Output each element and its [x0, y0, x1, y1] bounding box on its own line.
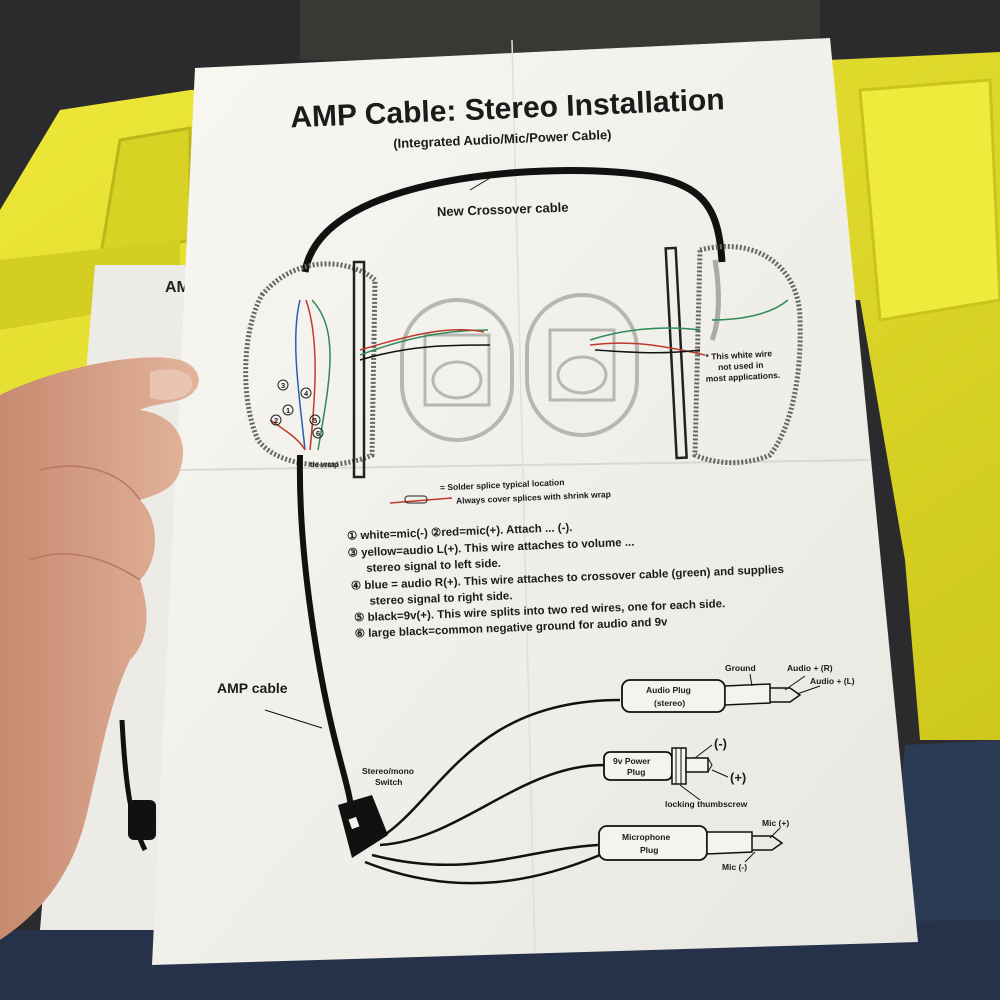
left-bar — [352, 260, 366, 479]
marker-5: 5 — [313, 416, 317, 425]
power-plug-label-2: Plug — [627, 767, 645, 777]
power-pos-label: (+) — [730, 770, 746, 785]
stereo-mono-switch — [338, 795, 388, 858]
white-wire-note-2: not used in — [718, 360, 764, 372]
power-plug-label-1: 9v Power — [613, 756, 651, 766]
left-wires — [269, 299, 491, 451]
marker-1: 1 — [286, 406, 290, 415]
plug-cables — [364, 698, 621, 885]
mic-pos-label: Mic (+) — [762, 818, 789, 828]
audio-ground-label: Ground — [725, 663, 756, 673]
wire-list-line-3: stereo signal to left side. — [366, 558, 501, 575]
thumbnail — [150, 369, 193, 400]
shrink-wrap-icon — [404, 495, 428, 504]
right-speaker — [525, 293, 639, 437]
switch-label-1: Stereo/mono — [362, 766, 414, 776]
left-speaker — [400, 298, 514, 442]
right-bar — [664, 246, 688, 460]
amp-cable — [296, 454, 355, 821]
mic-neg-label: Mic (-) — [722, 862, 747, 872]
white-wire-note-1: * This white wire — [705, 348, 772, 361]
instruction-sheet: AMP Cable: Stereo Installation (Integrat… — [152, 38, 918, 965]
amp-cable-pointer — [264, 709, 323, 729]
white-wire-note-3: most applications. — [705, 370, 780, 384]
hand — [0, 357, 199, 940]
marker-6: 6 — [316, 429, 320, 438]
amp-cable-label: AMP cable — [217, 680, 288, 696]
tie-wrap-label: tie-wrap — [310, 460, 339, 469]
mic-plug: Microphone Plug Mic (+) Mic (-) — [598, 818, 789, 872]
wire-list-line-5: stereo signal to right side. — [369, 590, 512, 607]
audio-plug: Audio Plug (stereo) Ground Audio + (R) A… — [621, 663, 855, 713]
switch-label-2: Switch — [375, 777, 402, 787]
left-ear-cup — [243, 261, 378, 468]
wire-markers: 3 4 1 2 5 6 — [270, 379, 324, 439]
audio-r-label: Audio + (R) — [787, 663, 833, 673]
audio-plug-label-1: Audio Plug — [646, 685, 691, 695]
crossover-label: New Crossover cable — [437, 200, 569, 220]
marker-2: 2 — [274, 416, 278, 425]
mic-plug-label-1: Microphone — [622, 832, 670, 842]
crossover-cable — [301, 167, 726, 273]
right-ear-cup — [692, 244, 803, 466]
marker-3: 3 — [281, 381, 285, 390]
legend-wire-red — [389, 497, 453, 504]
mic-plug-label-2: Plug — [640, 845, 658, 855]
power-neg-label: (-) — [714, 736, 727, 751]
back-sheet-text: AM — [165, 279, 190, 296]
marker-4: 4 — [304, 389, 309, 398]
power-plug: 9v Power Plug (-) (+) locking thumbscrew — [603, 736, 748, 809]
audio-plug-label-2: (stereo) — [654, 698, 685, 708]
thumbscrew-label: locking thumbscrew — [665, 799, 748, 809]
audio-l-label: Audio + (L) — [810, 676, 855, 686]
right-wires — [589, 259, 789, 356]
